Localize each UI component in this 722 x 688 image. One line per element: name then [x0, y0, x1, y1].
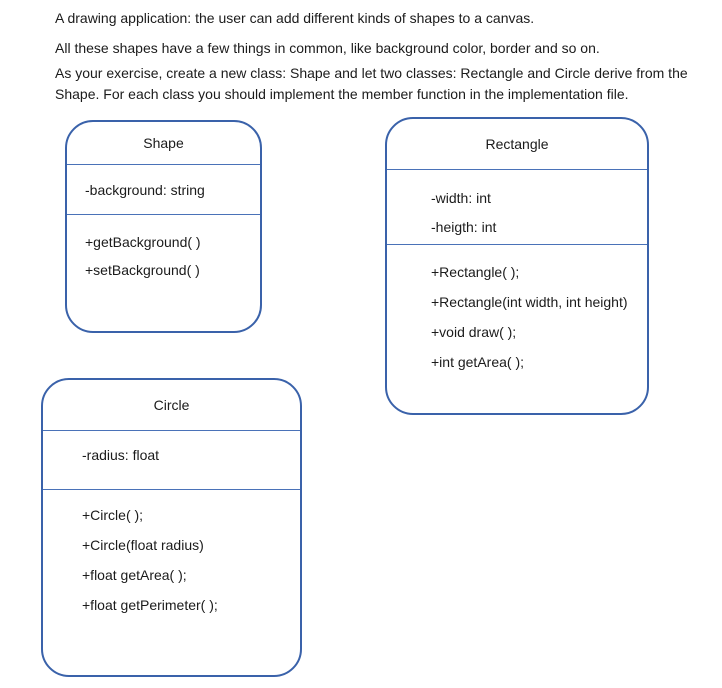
class-title-rectangle: Rectangle	[387, 119, 647, 170]
class-attribute: -radius: float	[82, 447, 160, 463]
class-attributes-rectangle: -width: int -heigth: int	[387, 170, 647, 245]
class-method: +Rectangle( );	[431, 264, 520, 280]
class-method: +Rectangle(int width, int height)	[431, 294, 628, 310]
exercise-paragraph-1: A drawing application: the user can add …	[55, 10, 535, 26]
uml-class-box-rectangle: Rectangle -width: int -heigth: int +Rect…	[385, 117, 649, 415]
class-method: +float getPerimeter( );	[82, 597, 218, 613]
class-method: +int getArea( );	[431, 354, 524, 370]
class-attribute: -heigth: int	[431, 219, 497, 235]
class-methods-rectangle: +Rectangle( ); +Rectangle(int width, int…	[387, 245, 647, 377]
class-method: +getBackground( )	[85, 234, 201, 250]
class-title-shape: Shape	[67, 122, 260, 165]
class-method: +setBackground( )	[85, 262, 200, 278]
class-methods-circle: +Circle( ); +Circle(float radius) +float…	[43, 490, 300, 620]
exercise-paragraph-3-line-1: As your exercise, create a new class: Sh…	[55, 65, 688, 81]
class-methods-shape: +getBackground( ) +setBackground( )	[67, 215, 260, 284]
class-method: +Circle( );	[82, 507, 144, 523]
class-method: +void draw( );	[431, 324, 517, 340]
exercise-paragraph-2: All these shapes have a few things in co…	[55, 40, 600, 56]
class-attribute: -background: string	[85, 182, 205, 198]
class-method: +float getArea( );	[82, 567, 187, 583]
class-method: +Circle(float radius)	[82, 537, 204, 553]
uml-class-box-circle: Circle -radius: float +Circle( ); +Circl…	[41, 378, 302, 677]
class-title-circle: Circle	[43, 380, 300, 431]
class-attributes-shape: -background: string	[67, 165, 260, 215]
uml-class-box-shape: Shape -background: string +getBackground…	[65, 120, 262, 333]
class-attribute: -width: int	[431, 190, 491, 206]
class-attributes-circle: -radius: float	[43, 431, 300, 490]
exercise-paragraph-3-line-2: Shape. For each class you should impleme…	[55, 86, 629, 102]
